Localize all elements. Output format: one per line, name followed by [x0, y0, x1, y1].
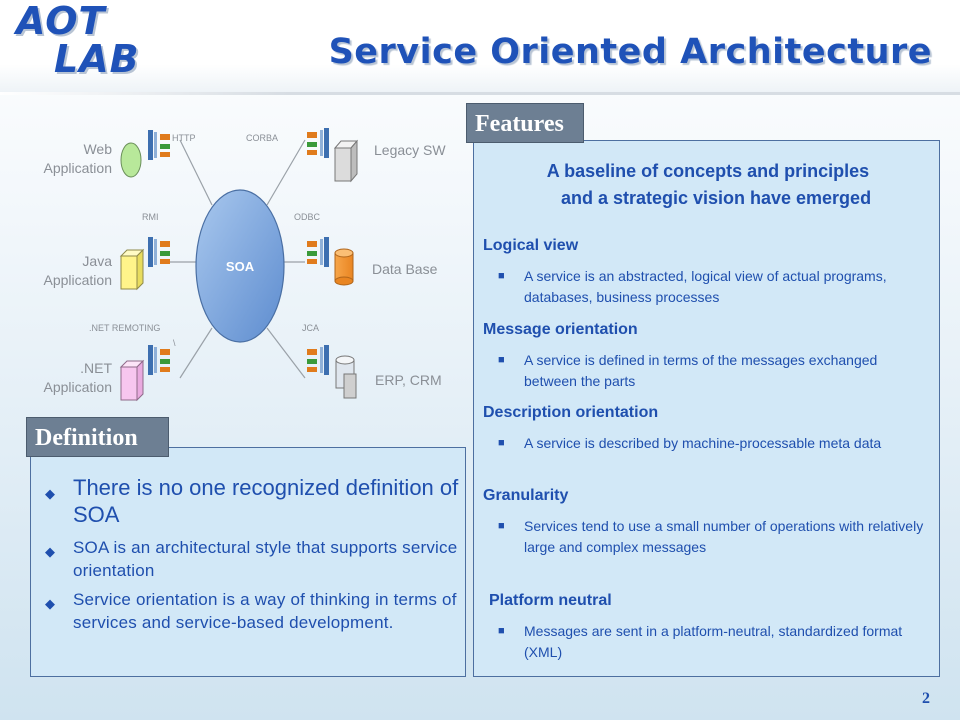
java-app-label-line2: Application	[44, 272, 113, 288]
feature-title-platform-neutral: Platform neutral	[489, 592, 612, 609]
dotnet-app-label-line1: .NET	[80, 360, 112, 376]
feature-text-description-orientation: ■ A service is described by machine-proc…	[498, 433, 929, 454]
soa-diagram: SOA	[44, 128, 446, 402]
diamond-bullet-icon: ◆	[45, 486, 55, 501]
web-app-icon	[120, 142, 142, 178]
feature-text: Messages are sent in a platform-neutral,…	[524, 623, 903, 660]
diamond-bullet-icon: ◆	[45, 544, 56, 559]
aot-lab-logo: AOT LAB	[16, 2, 140, 78]
header-divider	[0, 92, 960, 95]
odbc-protocol-label: ODBC	[294, 212, 321, 222]
dotnet-app-icon	[119, 359, 145, 402]
database-cylinder-icon	[334, 248, 354, 286]
features-panel: A baseline of concepts and principles an…	[473, 140, 940, 677]
features-heading-line1: A baseline of concepts and principles	[546, 161, 870, 181]
square-bullet-icon: ■	[498, 520, 505, 532]
adapter-plug-icons	[148, 128, 329, 375]
legacy-sw-label: Legacy SW	[374, 142, 446, 158]
feature-text-granularity: ■ Services tend to use a small number of…	[498, 516, 929, 558]
features-heading: A baseline of concepts and principles an…	[482, 158, 934, 212]
square-bullet-icon: ■	[498, 354, 505, 366]
feature-text-logical-view: ■ A service is an abstracted, logical vi…	[498, 266, 929, 308]
slide-title: Service Oriented Architecture	[328, 32, 932, 72]
feature-text: A service is defined in terms of the mes…	[524, 352, 878, 389]
java-app-label-line1: Java	[82, 253, 112, 269]
definition-list: ◆ There is no one recognized definition …	[41, 474, 465, 640]
feature-title-description-orientation: Description orientation	[483, 404, 659, 421]
connector-lines	[170, 139, 306, 379]
feature-title-logical-view: Logical view	[483, 237, 579, 254]
features-heading-line2: and a strategic vision have emerged	[560, 188, 872, 208]
jca-protocol-label: JCA	[302, 323, 319, 333]
features-tab: Features	[466, 103, 584, 143]
logo-line-2: LAB	[54, 37, 140, 81]
erp-crm-icon	[335, 355, 357, 399]
web-app-label-line2: Application	[44, 160, 113, 176]
definition-item-text: There is no one recognized definition of…	[73, 475, 459, 527]
definition-item-text: Service orientation is a way of thinking…	[73, 590, 457, 632]
square-bullet-icon: ■	[498, 625, 505, 637]
square-bullet-icon: ■	[498, 270, 505, 282]
dotnet-remoting-protocol-label: .NET REMOTING	[89, 323, 160, 333]
definition-panel: ◆ There is no one recognized definition …	[30, 447, 466, 677]
feature-title-message-orientation: Message orientation	[483, 321, 638, 338]
definition-item: ◆ SOA is an architectural style that sup…	[41, 536, 465, 582]
soa-hub-label: SOA	[226, 259, 255, 274]
legacy-sw-icon	[333, 139, 359, 183]
definition-item: ◆ There is no one recognized definition …	[41, 474, 465, 528]
square-bullet-icon: ■	[498, 437, 505, 449]
web-app-label-line1: Web	[83, 141, 112, 157]
dotnet-app-label-line2: Application	[44, 379, 113, 395]
stray-mark: \	[173, 338, 176, 348]
feature-text-platform-neutral: ■ Messages are sent in a platform-neutra…	[498, 621, 929, 663]
page-number: 2	[922, 690, 930, 707]
database-label: Data Base	[372, 261, 438, 277]
soa-hub-ellipse	[195, 189, 285, 343]
erp-crm-label: ERP, CRM	[375, 372, 442, 388]
rmi-protocol-label: RMI	[142, 212, 159, 222]
feature-text: A service is an abstracted, logical view…	[524, 268, 887, 305]
feature-text-message-orientation: ■ A service is defined in terms of the m…	[498, 350, 929, 392]
slide-header	[0, 0, 960, 92]
feature-text: Services tend to use a small number of o…	[524, 518, 924, 555]
feature-text: A service is described by machine-proces…	[524, 435, 882, 451]
definition-item: ◆ Service orientation is a way of thinki…	[41, 588, 465, 634]
logo-line-1: AOT	[16, 0, 106, 43]
definition-tab: Definition	[26, 417, 169, 457]
java-app-icon	[119, 248, 145, 291]
feature-title-granularity: Granularity	[483, 487, 569, 504]
definition-item-text: SOA is an architectural style that suppo…	[73, 538, 458, 580]
diamond-bullet-icon: ◆	[45, 596, 56, 611]
http-protocol-label: HTTP	[172, 133, 196, 143]
corba-protocol-label: CORBA	[246, 133, 278, 143]
